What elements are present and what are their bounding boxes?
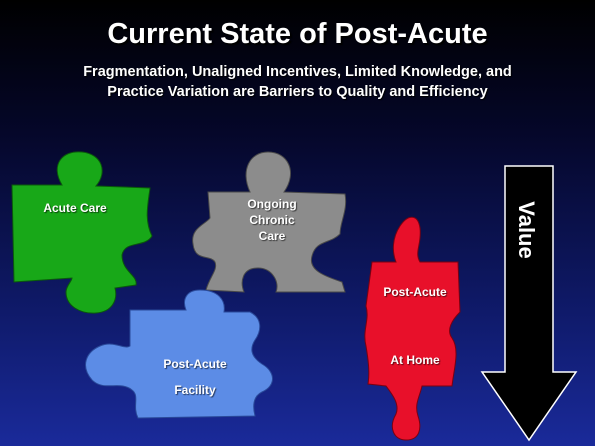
value-arrow	[480, 165, 578, 442]
post-acute-home-label-line-1: Post-Acute	[383, 285, 447, 299]
post-acute-facility-piece	[85, 289, 273, 419]
chronic-care-piece	[192, 151, 347, 293]
chronic-care-label-line-1: Ongoing	[247, 197, 297, 211]
slide-title: Current State of Post-Acute	[107, 18, 488, 50]
post-acute-home-label-line-2: At Home	[390, 353, 440, 367]
acute-care-label: Acute Care	[43, 201, 107, 215]
chronic-care-label-line-3: Care	[258, 229, 286, 243]
acute-care-piece	[11, 151, 153, 314]
post-acute-facility-label-line-1: Post-Acute	[163, 357, 227, 371]
post-acute-facility-label-line-2: Facility	[174, 383, 216, 397]
chronic-care-label-line-2: Chronic	[249, 213, 295, 227]
post-acute-home-piece	[364, 216, 461, 441]
subtitle-line-1: Fragmentation, Unaligned Incentives, Lim…	[83, 64, 512, 80]
slide-subtitle: Fragmentation, Unaligned Incentives, Lim…	[20, 62, 575, 102]
value-label: Value	[514, 201, 539, 259]
chronic-care-label: Ongoing Chronic Care	[222, 196, 322, 244]
subtitle-line-2: Practice Variation are Barriers to Quali…	[107, 84, 488, 100]
